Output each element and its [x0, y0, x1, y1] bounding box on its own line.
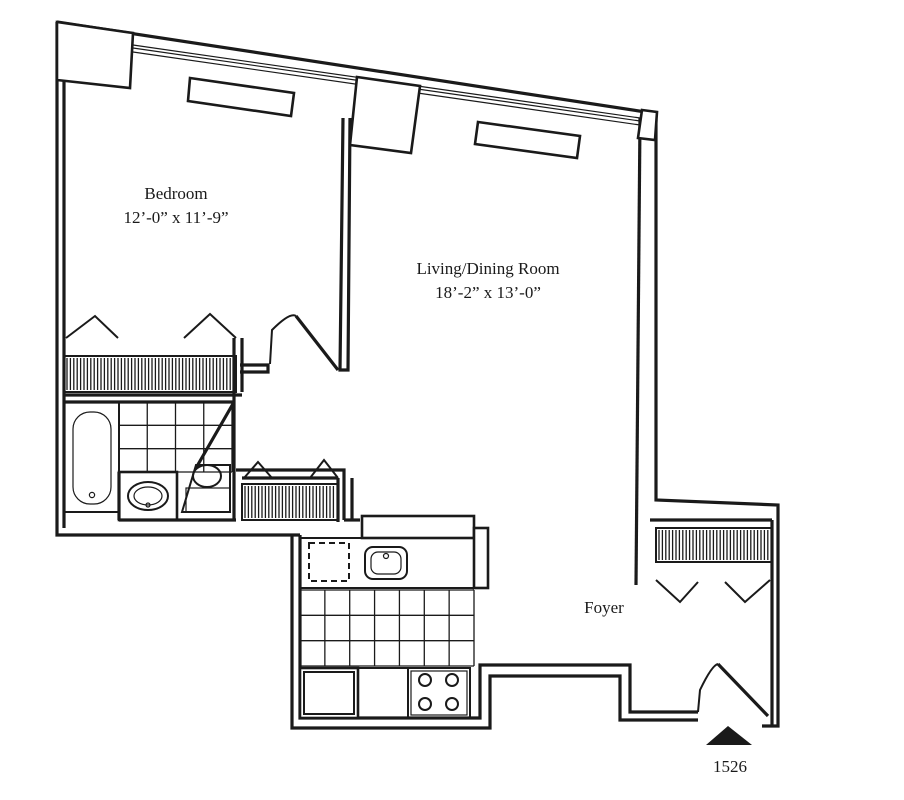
bedroom-closet: [63, 312, 237, 393]
living-room-name: Living/Dining Room: [416, 259, 559, 278]
living-closet: [241, 458, 339, 521]
foyer-name: Foyer: [584, 598, 624, 617]
living-room-dimensions: 18’-2” x 13’-0”: [435, 283, 541, 302]
bathroom: [63, 401, 236, 522]
radiators: [186, 76, 582, 160]
partition-walls: [64, 117, 360, 522]
kitchen: [298, 514, 490, 720]
entry-door: [697, 662, 770, 718]
structural-columns: [55, 20, 659, 155]
unit-number: 1526: [713, 757, 747, 776]
bedroom-name: Bedroom: [144, 184, 207, 203]
entry-arrow-icon: [706, 726, 752, 745]
bedroom-dimensions: 12’-0” x 11’-9”: [123, 208, 228, 227]
foyer-closet: [650, 518, 774, 726]
